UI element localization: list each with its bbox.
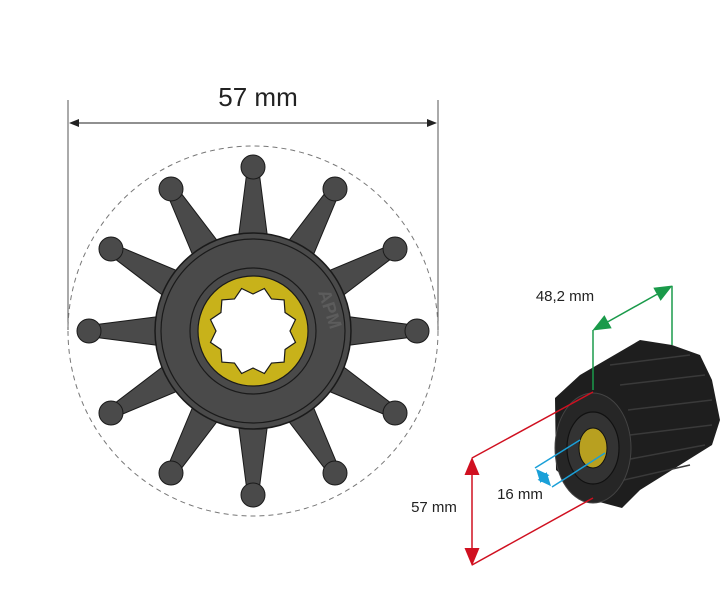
front-view: 57 mm APM xyxy=(67,82,439,517)
spline-bore xyxy=(209,287,297,375)
diameter-label-3d: 57 mm xyxy=(411,499,457,516)
blade xyxy=(158,176,222,262)
bore-dimension-line xyxy=(536,468,551,487)
hub-ring xyxy=(160,238,346,424)
blade xyxy=(76,315,164,347)
iso-view: 48,2 mm 57 mm 16 mm xyxy=(411,285,720,566)
blade xyxy=(284,176,348,262)
blade xyxy=(98,236,184,300)
impeller-blades xyxy=(76,154,430,508)
blade xyxy=(322,362,408,426)
swept-diameter-circle xyxy=(67,145,439,517)
length-dimension-line xyxy=(592,285,673,331)
bore-label: 16 mm xyxy=(497,486,543,503)
blade xyxy=(342,315,430,347)
blade xyxy=(237,420,269,508)
length-label: 48,2 mm xyxy=(536,288,594,305)
blade xyxy=(158,400,222,486)
blade xyxy=(237,154,269,242)
impeller-3d-body xyxy=(554,340,720,508)
diameter-label: 57 mm xyxy=(218,82,297,112)
